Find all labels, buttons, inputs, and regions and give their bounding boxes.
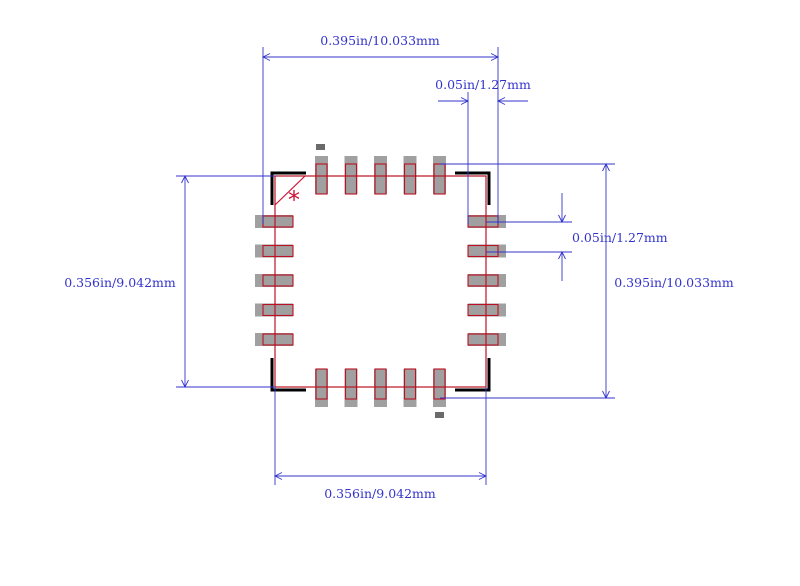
dim-right-height-label: 0.395in/10.033mm xyxy=(614,275,734,290)
dim-pitch-right-arrow-bottom xyxy=(558,250,566,260)
dim-top-width-label: 0.395in/10.033mm xyxy=(320,33,440,48)
pad-right-1 xyxy=(468,215,506,228)
pad-bottom-3 xyxy=(374,369,387,407)
silk-corner-top-left xyxy=(270,171,306,205)
pad-left-lead-4 xyxy=(262,303,294,317)
pad-bottom-lead-3 xyxy=(374,368,387,400)
silk-corner-bottom-right xyxy=(455,358,491,392)
pad-left-1 xyxy=(255,215,293,228)
pad-bottom-2 xyxy=(344,369,358,407)
pad-group xyxy=(255,156,506,407)
dim-right-height-arrow-top xyxy=(602,162,610,172)
pad-left-lead-2 xyxy=(262,244,294,258)
pad-right-5 xyxy=(468,333,506,346)
dim-bottom-width-arrow-right xyxy=(478,472,488,480)
dim-left-height-arrow-top xyxy=(181,174,189,184)
dim-pitch-top-arrow-right xyxy=(496,97,506,105)
dimension-labels: 0.395in/10.033mm 0.05in/1.27mm 0.05in/1.… xyxy=(64,33,734,501)
pad-right-4 xyxy=(468,303,506,317)
pad-top-lead-4 xyxy=(403,163,417,195)
component-outline xyxy=(274,175,487,388)
dim-pitch-top-arrow-left xyxy=(460,97,470,105)
pad-left-2 xyxy=(255,244,293,258)
pad-top-3 xyxy=(374,156,387,194)
pad-left-3 xyxy=(255,274,293,287)
pin1-marker: * xyxy=(288,186,300,214)
pad-left-4 xyxy=(255,303,293,317)
dim-top-width-arrow-right xyxy=(490,53,500,61)
fiducial-bottom xyxy=(435,412,444,418)
dim-right-height-arrow-bottom xyxy=(602,390,610,400)
dim-pitch-top-label: 0.05in/1.27mm xyxy=(435,77,531,92)
pad-right-2 xyxy=(468,244,506,258)
pad-right-3 xyxy=(468,274,506,287)
pad-left-lead-5 xyxy=(262,333,294,346)
pad-right-lead-4 xyxy=(467,303,499,317)
pad-bottom-1 xyxy=(315,369,328,407)
pad-top-lead-2 xyxy=(344,163,358,195)
dim-pitch-right-arrow-top xyxy=(558,214,566,224)
pad-bottom-lead-4 xyxy=(403,368,417,400)
dim-top-width-arrow-left xyxy=(261,53,271,61)
pad-left-5 xyxy=(255,333,293,346)
pad-bottom-4 xyxy=(403,369,417,407)
silk-corner-bottom-left xyxy=(270,358,306,392)
pad-top-1 xyxy=(315,156,328,194)
pad-top-2 xyxy=(344,156,358,194)
dimension-lines xyxy=(176,47,615,485)
pin1-chamfer-line xyxy=(274,175,306,206)
pad-top-lead-3 xyxy=(374,163,387,195)
dim-bottom-width-label: 0.356in/9.042mm xyxy=(324,486,436,501)
silk-corner-top-right xyxy=(455,171,491,205)
pad-bottom-lead-2 xyxy=(344,368,358,400)
pad-bottom-lead-5 xyxy=(433,368,446,400)
dim-bottom-width-arrow-left xyxy=(273,472,283,480)
pad-right-lead-3 xyxy=(467,274,499,287)
pad-top-5 xyxy=(433,156,446,194)
dim-pitch-right-label: 0.05in/1.27mm xyxy=(572,230,668,245)
pad-top-lead-1 xyxy=(315,163,328,195)
pad-top-lead-5 xyxy=(433,163,446,195)
pad-bottom-5 xyxy=(433,369,446,407)
silkscreen-outline xyxy=(270,171,491,392)
pad-right-lead-5 xyxy=(467,333,499,346)
pad-right-lead-2 xyxy=(467,244,499,258)
pad-bottom-lead-1 xyxy=(315,368,328,400)
dim-left-height-label: 0.356in/9.042mm xyxy=(64,275,176,290)
pad-top-4 xyxy=(403,156,417,194)
pad-left-lead-3 xyxy=(262,274,294,287)
fiducial-top xyxy=(316,144,325,150)
dim-left-height-arrow-bottom xyxy=(181,379,189,389)
